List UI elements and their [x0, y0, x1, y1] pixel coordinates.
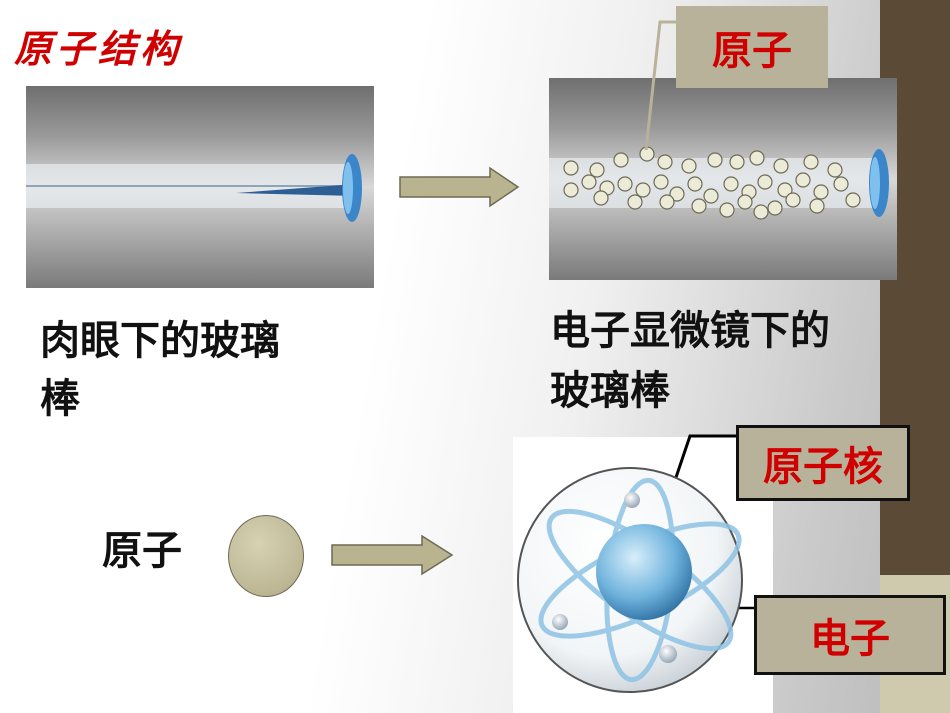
electron-label: 电子 [754, 595, 946, 675]
microscope-rod-photo [549, 78, 897, 280]
nucleus-label: 原子核 [736, 425, 910, 501]
atom-circle [228, 515, 304, 597]
caption-naked-eye-line1: 肉眼下的玻璃 [40, 318, 280, 364]
atom-label-top: 原子 [676, 6, 828, 88]
caption-microscope-line2: 玻璃棒 [550, 368, 670, 414]
glass-rod-graphic [26, 154, 362, 222]
caption-atom: 原子 [102, 528, 182, 574]
caption-naked-eye-line2: 棒 [40, 376, 80, 422]
slide-title: 原子结构 [14, 26, 183, 71]
caption-microscope-line1: 电子显微镜下的 [550, 308, 830, 354]
glass-rod-photo [26, 86, 374, 288]
atoms-in-rod-graphic [549, 146, 889, 220]
